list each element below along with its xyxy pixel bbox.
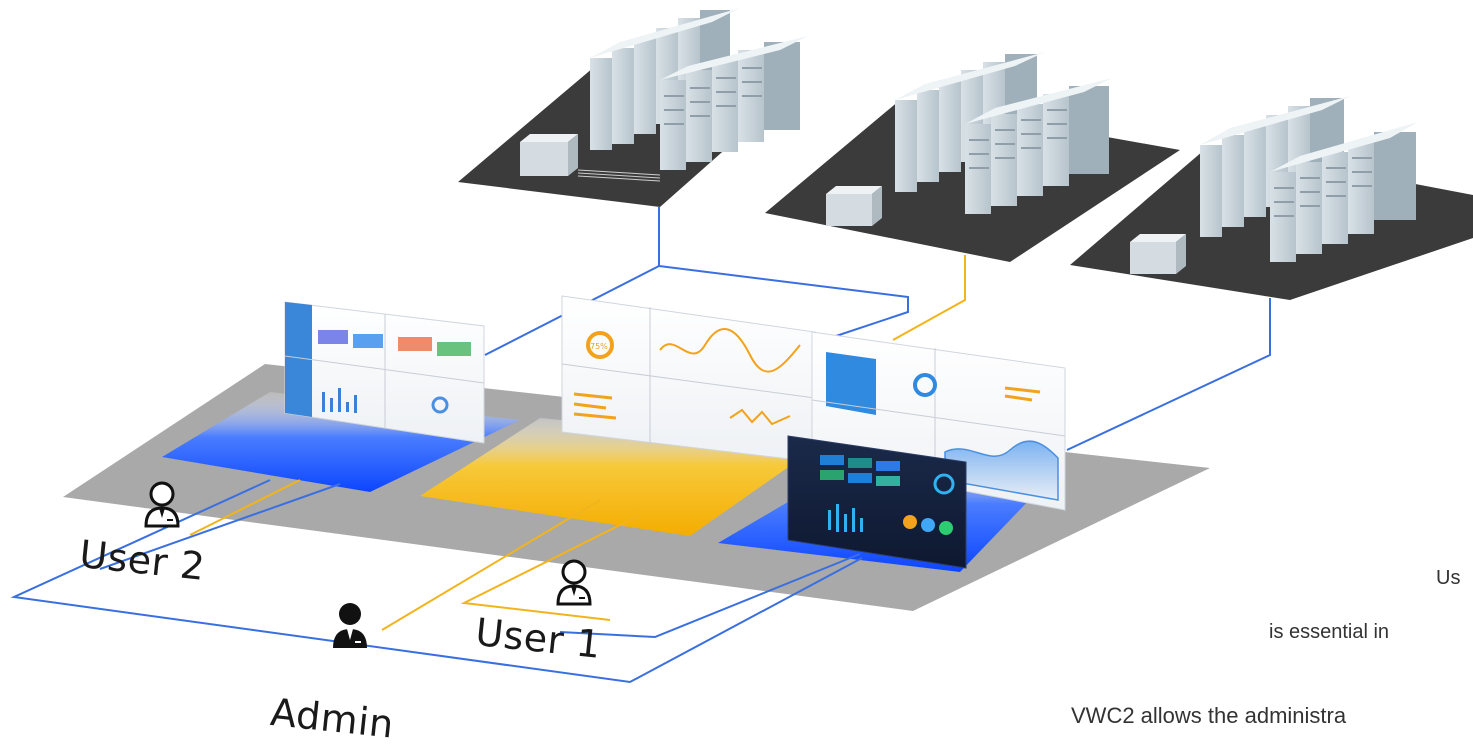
side-text-line-2: is essential in [1269, 621, 1390, 643]
video-wall-dark [787, 435, 967, 569]
user-links [10, 479, 863, 684]
svg-text:75%: 75% [590, 342, 608, 351]
link-user2-yellow [189, 479, 301, 536]
server-rack-icon [1130, 234, 1186, 274]
link-server1 [658, 207, 909, 339]
link-user1-blue [559, 553, 861, 639]
user2-icon [144, 481, 180, 528]
server-rack-icon [826, 186, 882, 226]
admin-icon [333, 603, 367, 648]
side-text-line-1: Us [1436, 567, 1461, 589]
rack-row-front [660, 36, 808, 170]
server-room-3 [1070, 96, 1473, 300]
video-wall-screen-icon [787, 435, 967, 569]
video-wall-center: 75% [561, 295, 816, 463]
link-admin-blue [99, 483, 341, 570]
rack-row-front [965, 78, 1112, 214]
server-rack-icon [520, 134, 578, 176]
link-user2-blue [10, 479, 863, 684]
video-wall-left [284, 301, 485, 444]
link-server3 [1066, 298, 1271, 451]
side-text-line-3: VWC2 allows the administra [1071, 703, 1347, 728]
rack-row-back [590, 8, 740, 150]
user1-icon [556, 559, 592, 606]
server-room-2 [765, 52, 1180, 262]
link-server2 [892, 255, 966, 341]
video-wall-diagram: 75% [10, 8, 1473, 684]
rack-row-front [1270, 122, 1418, 262]
link-admin-yellow [381, 499, 601, 631]
link-user1-yellow [460, 514, 641, 621]
server-room-1 [458, 8, 808, 207]
